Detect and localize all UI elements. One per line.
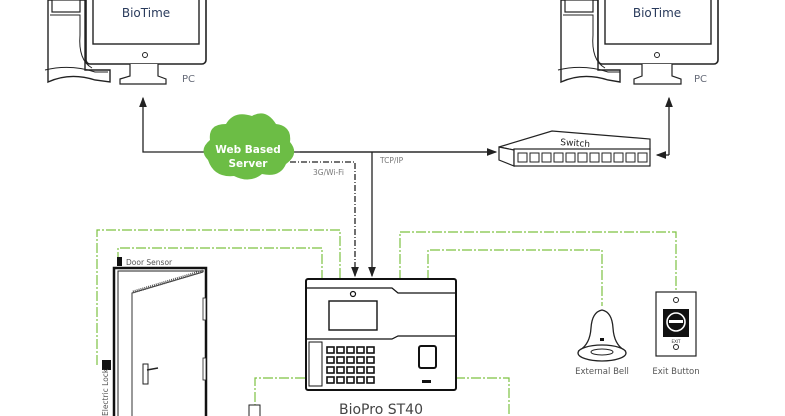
pc-right-label: PC: [694, 74, 707, 85]
web-server-cloud: [203, 113, 295, 180]
line-to-left-pc: [139, 96, 490, 153]
fingerprint-sensor: [418, 345, 437, 369]
door: [102, 257, 208, 416]
cloud-label-line2: Server: [228, 158, 268, 170]
cloud-label-line1: Web Based: [215, 144, 280, 156]
aux-sensor: [248, 404, 261, 416]
biopro-device: [305, 278, 457, 391]
external-bell-label: External Bell: [575, 367, 629, 377]
network-lines: [139, 96, 673, 278]
door-handle-icon: [142, 363, 149, 385]
wifi-label: 3G/Wi-Fi: [313, 168, 344, 177]
door-sensor-label: Door Sensor: [126, 258, 173, 267]
wiring: [96, 229, 677, 416]
wire-electric-lock: [96, 229, 341, 365]
device-screen: [328, 300, 378, 331]
pc-left-screen-text: BioTime: [122, 6, 170, 20]
network-switch: [498, 130, 651, 167]
external-bell-icon: [577, 309, 627, 362]
device-name-label: BioPro ST40: [339, 402, 423, 416]
electric-lock-block: [102, 360, 111, 370]
door-sensor-block: [117, 257, 122, 266]
switch-label: Switch: [560, 138, 590, 150]
device-keypad: [326, 346, 375, 384]
exit-button-icon: [655, 291, 697, 357]
pc-tower: [560, 0, 621, 84]
exit-button-label: Exit Button: [652, 367, 699, 377]
pc-right: [557, 0, 719, 85]
pc-right-screen-text: BioTime: [633, 6, 681, 20]
wire-bottom-left: [254, 377, 305, 405]
tcpip-label: TCP/IP: [379, 156, 404, 165]
pc-left-label: PC: [182, 74, 195, 85]
wifi-line: [290, 161, 359, 278]
wire-door-sensor: [117, 247, 323, 280]
exit-button-face-text: EXIT: [672, 339, 681, 344]
pc-left: [44, 0, 207, 85]
wire-bell: [427, 249, 603, 306]
pc-tower: [47, 0, 111, 84]
wire-exit-button: [399, 231, 677, 300]
wire-bottom-right: [455, 377, 510, 416]
electric-lock-label: Electric Lock: [101, 368, 110, 416]
